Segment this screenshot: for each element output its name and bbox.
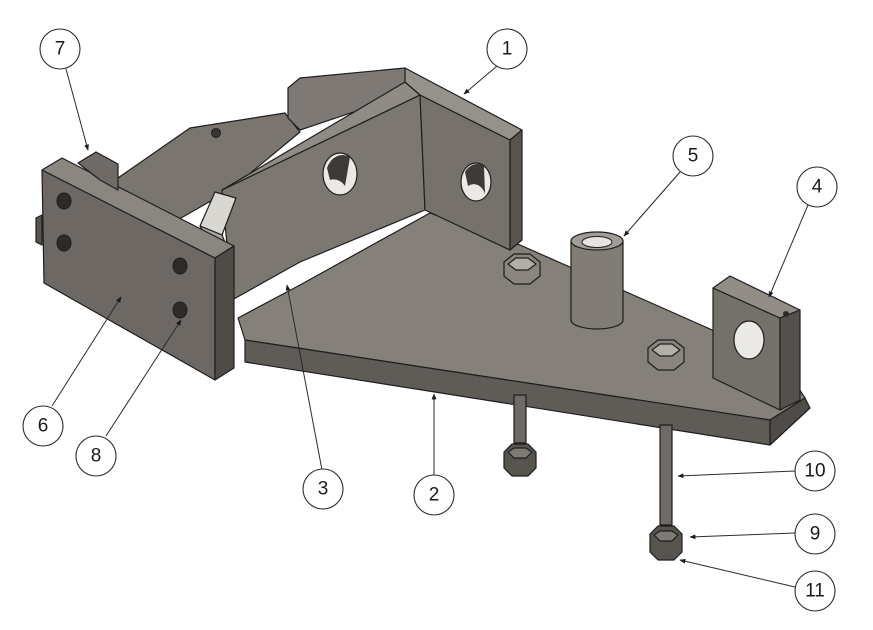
mount-side-stub [35,214,43,246]
callout-9: 9 [794,513,836,555]
callout-1: 1 [486,28,528,70]
leader-11 [679,558,796,588]
callout-1-label: 1 [502,39,513,60]
callout-balloons: 1 2 3 4 5 6 7 8 [22,28,838,612]
tube-body [570,240,624,330]
side-plate-hole-inner [465,163,485,194]
callout-7: 7 [39,28,81,70]
side-plate-top [404,67,523,141]
mount-plate-side [214,245,235,381]
tube-bore [581,236,613,248]
side-plate-edge [509,129,523,251]
base-plate-right-edge [769,397,811,446]
hex-bolt-head-right [647,339,685,371]
callout-6: 6 [22,405,64,447]
web-plate-hole-inner [327,154,350,186]
mount-bolt-hole-3 [172,257,188,275]
lug-pin-hole [783,311,789,317]
callout-8-label: 8 [91,446,102,467]
leader-9 [689,532,796,540]
mount-tab [77,151,119,191]
leader-10 [677,470,796,479]
callout-3-label: 3 [318,479,329,500]
leader-3 [285,284,323,471]
callout-4: 4 [796,166,838,208]
callout-2-label: 2 [429,485,440,506]
leader-5 [623,171,681,237]
lower-bolt-left [503,394,537,477]
leader-7 [65,68,89,151]
callout-5-label: 5 [688,146,699,167]
gusset-small-hole [211,128,221,138]
callout-6-label: 6 [38,416,49,437]
callout-10-label: 10 [804,461,825,482]
lug-plate-side [779,309,801,411]
mount-bolt-hole-4 [172,301,188,319]
callout-3: 3 [302,468,344,510]
mount-bolt-hole-1 [56,192,72,210]
callout-8: 8 [75,435,117,477]
hex-bolt-head-left [503,253,541,285]
leader-1 [463,65,498,95]
callout-11: 11 [794,570,836,612]
callout-7-label: 7 [55,39,66,60]
callout-10: 10 [794,450,836,492]
lug-plate-hole [733,320,765,360]
leader-6 [51,296,122,407]
callout-4-label: 4 [812,177,823,198]
part-geometry [35,67,811,561]
callout-9-label: 9 [810,524,821,545]
lower-bolt-right [649,424,683,561]
leader-lines [51,65,809,588]
leader-4 [768,204,809,298]
mount-bolt-hole-2 [56,234,72,252]
leader-8 [105,319,182,437]
callout-11-label: 11 [805,581,825,602]
callout-5: 5 [672,135,714,177]
callout-2: 2 [413,474,455,516]
